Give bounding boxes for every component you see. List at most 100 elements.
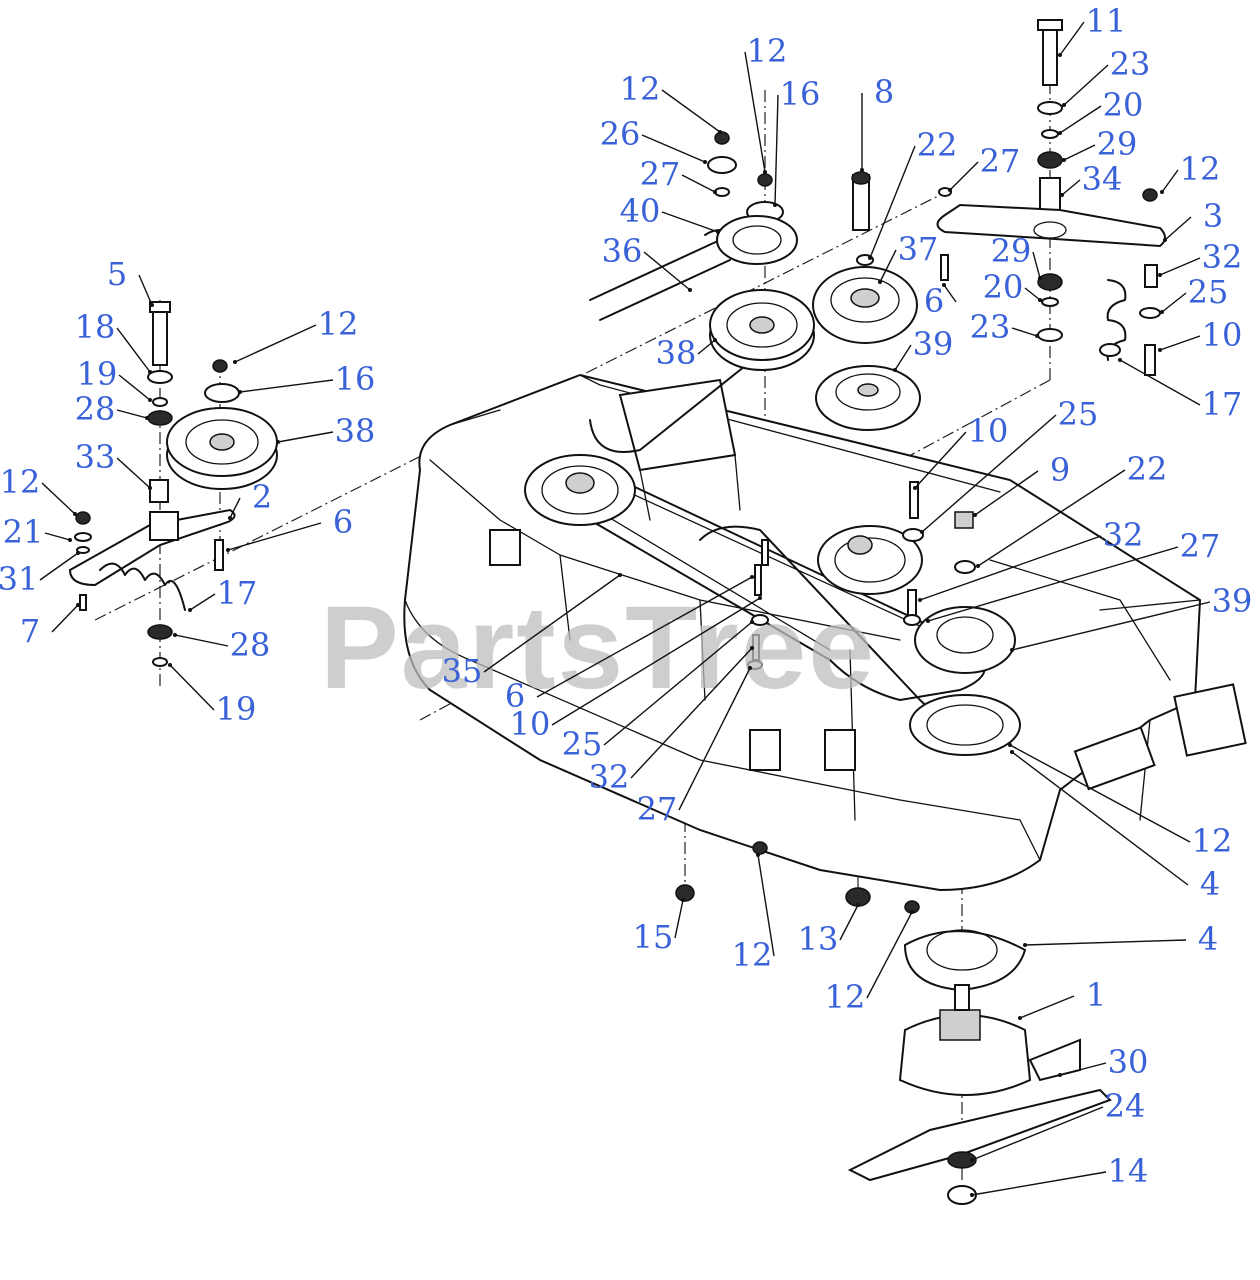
- leader-line: [949, 161, 979, 191]
- leader-arrowhead: [1058, 1073, 1062, 1077]
- part-number-label: 12: [318, 305, 359, 343]
- callout-c12f: 12: [1008, 743, 1232, 860]
- callout-c2: 2: [228, 478, 272, 520]
- callout-c12a: 12: [620, 70, 722, 134]
- idler-arm-assembly: [936, 19, 1166, 376]
- leader-line: [39, 552, 79, 581]
- leader-arrowhead: [918, 598, 922, 602]
- leader-arrowhead: [970, 1158, 974, 1162]
- leader-arrowhead: [713, 190, 717, 194]
- leader-line: [630, 647, 753, 779]
- callout-c16a: 16: [773, 75, 820, 207]
- part-number-label: 39: [913, 325, 954, 363]
- part-number-label: 2: [252, 478, 272, 516]
- callout-c40: 40: [620, 192, 720, 234]
- leader-line: [879, 249, 897, 283]
- leader-arrowhead: [920, 530, 924, 534]
- leader-arrowhead: [750, 575, 754, 579]
- callout-c24: 24: [970, 1087, 1145, 1162]
- leader-line: [927, 546, 1179, 622]
- leader-line: [839, 904, 859, 941]
- part-number-label: 29: [991, 232, 1032, 270]
- leader-arrowhead: [168, 663, 172, 667]
- callout-c16b: 16: [238, 360, 375, 398]
- part-number-label: 12: [732, 936, 773, 974]
- leader-line: [757, 854, 775, 957]
- part-number-label: 1: [1086, 976, 1106, 1014]
- part-number-label: 12: [620, 70, 661, 108]
- leader-line: [1011, 601, 1211, 651]
- callout-c38a: 38: [656, 334, 717, 372]
- leader-line: [774, 94, 779, 206]
- leader-line: [551, 597, 761, 726]
- leader-line: [661, 89, 721, 133]
- leader-line: [1011, 327, 1038, 337]
- leader-line: [603, 621, 753, 746]
- leader-line: [1059, 1062, 1107, 1076]
- callout-c12g: 12: [732, 853, 775, 974]
- part-number-label: 10: [510, 705, 551, 743]
- leader-arrowhead: [893, 368, 897, 372]
- leader-line: [1024, 287, 1041, 301]
- callout-c39a: 39: [893, 325, 953, 372]
- leader-line: [866, 911, 913, 999]
- leader-line: [116, 327, 151, 373]
- part-number-label: 6: [505, 677, 525, 715]
- leader-arrowhead: [973, 513, 977, 517]
- leader-line: [227, 522, 322, 551]
- part-number-label: 25: [562, 725, 603, 763]
- callout-c28b: 28: [173, 626, 270, 664]
- leader-arrowhead: [716, 230, 720, 234]
- leader-line: [1164, 216, 1192, 241]
- leader-arrowhead: [976, 564, 980, 568]
- callout-c36: 36: [602, 232, 692, 292]
- leader-line: [681, 174, 716, 193]
- part-number-label: 23: [970, 308, 1011, 346]
- leader-arrowhead: [1038, 298, 1042, 302]
- part-number-label: 10: [968, 412, 1009, 450]
- leader-line: [1032, 251, 1041, 279]
- leader-line: [138, 274, 153, 306]
- callout-c6a: 6: [924, 282, 957, 320]
- part-number-label: 20: [1103, 86, 1144, 124]
- part-number-label: 10: [1202, 316, 1243, 354]
- callout-c19b: 19: [168, 663, 256, 728]
- part-number-label: 22: [1127, 450, 1168, 488]
- part-number-label: 29: [1097, 125, 1138, 163]
- leader-arrowhead: [1018, 1016, 1022, 1020]
- leader-arrowhead: [73, 512, 77, 516]
- leader-arrowhead: [1010, 750, 1014, 754]
- part-number-label: 39: [1212, 582, 1253, 620]
- leader-arrowhead: [970, 1193, 974, 1197]
- leader-line: [977, 469, 1126, 567]
- leader-arrowhead: [188, 608, 192, 612]
- callout-c32b: 32: [918, 516, 1143, 602]
- part-number-label: 33: [75, 438, 116, 476]
- part-number-label: 26: [600, 115, 641, 153]
- leader-arrowhead: [68, 538, 72, 542]
- part-number-label: 18: [75, 308, 116, 346]
- leader-arrowhead: [148, 398, 152, 402]
- callout-c25a: 25: [1160, 273, 1228, 314]
- leader-line: [1061, 179, 1081, 196]
- leader-line: [1159, 335, 1201, 351]
- leader-arrowhead: [1008, 743, 1012, 747]
- leader-line: [536, 576, 753, 698]
- leader-line: [229, 497, 241, 519]
- part-number-label: 16: [335, 360, 376, 398]
- callout-c27b: 27: [948, 142, 1020, 192]
- callout-c6c: 6: [505, 575, 754, 715]
- callout-c17a: 17: [1118, 358, 1242, 423]
- leader-arrowhead: [1160, 190, 1164, 194]
- leader-line: [869, 145, 916, 259]
- leader-arrowhead: [713, 338, 717, 342]
- part-number-label: 27: [1180, 527, 1221, 565]
- part-number-label: 32: [589, 758, 630, 796]
- callout-c10b: 10: [913, 412, 1008, 490]
- leader-arrowhead: [1060, 193, 1064, 197]
- callout-c31: 31: [0, 551, 80, 598]
- part-number-label: 35: [442, 652, 483, 690]
- leader-arrowhead: [1158, 273, 1162, 277]
- leader-line: [1009, 744, 1191, 843]
